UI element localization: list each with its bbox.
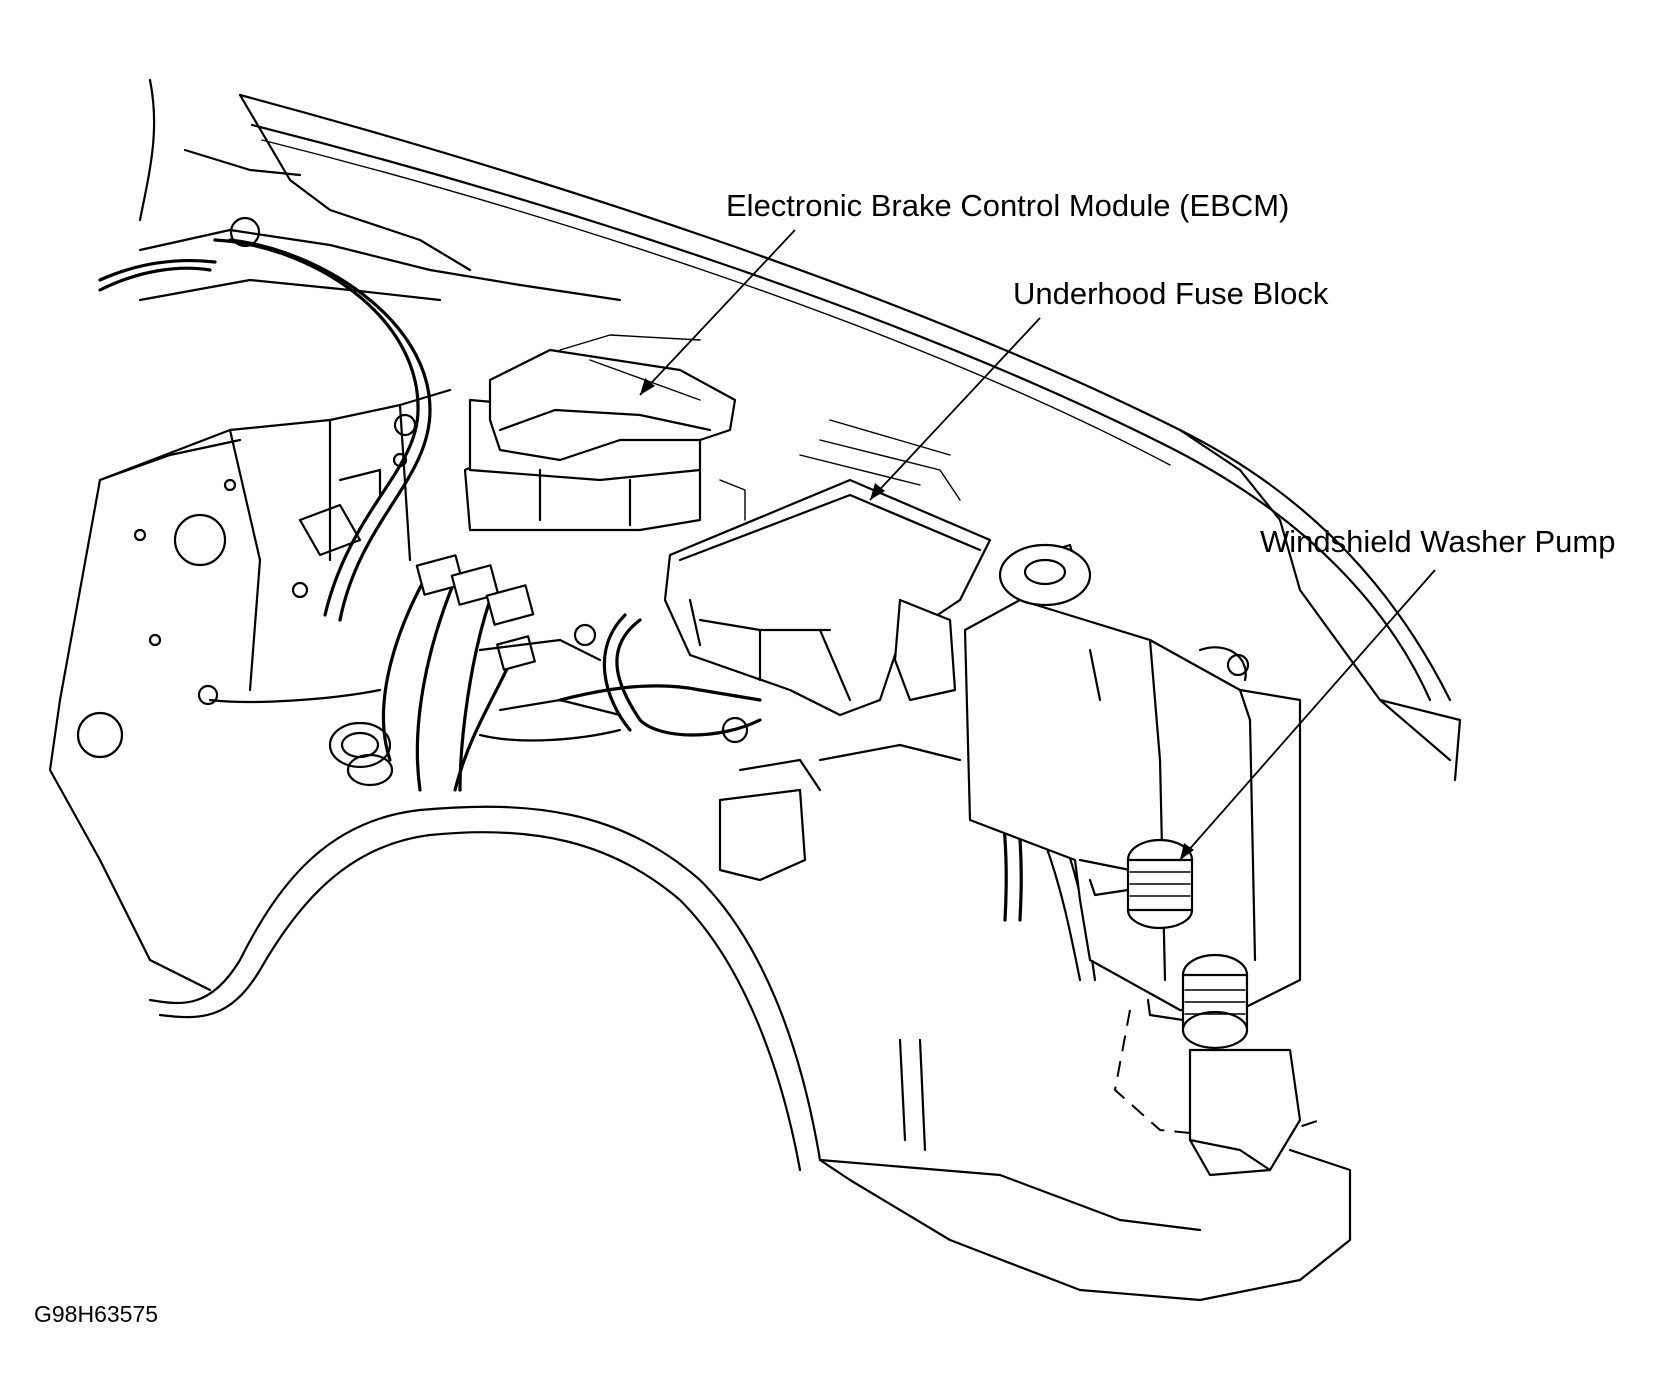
ebcm-unit: [463, 334, 746, 532]
figure-code: G98H63575: [34, 1301, 158, 1327]
firewall-panel: [48, 388, 452, 992]
washer-reservoir: [963, 543, 1302, 1012]
leader-washer-pump: [1179, 569, 1436, 861]
inner-fender: [148, 805, 1352, 1302]
leader-arrowheads: [640, 378, 1194, 860]
fuse-block-unit: [663, 419, 992, 717]
callout-fuse-block: Underhood Fuse Block: [1013, 276, 1329, 311]
callout-washer-pump: Windshield Washer Pump: [1260, 524, 1616, 559]
leader-fuse-block: [869, 317, 1041, 501]
washer-pump: [1088, 838, 1249, 1050]
leader-ebcm: [639, 229, 796, 396]
leader-lines: [639, 229, 1436, 861]
hoses-left: [98, 216, 432, 706]
brake-lines: [328, 554, 536, 792]
brackets: [478, 623, 1250, 882]
callout-ebcm: Electronic Brake Control Module (EBCM): [726, 188, 1289, 223]
hood-edge: [138, 78, 1462, 782]
